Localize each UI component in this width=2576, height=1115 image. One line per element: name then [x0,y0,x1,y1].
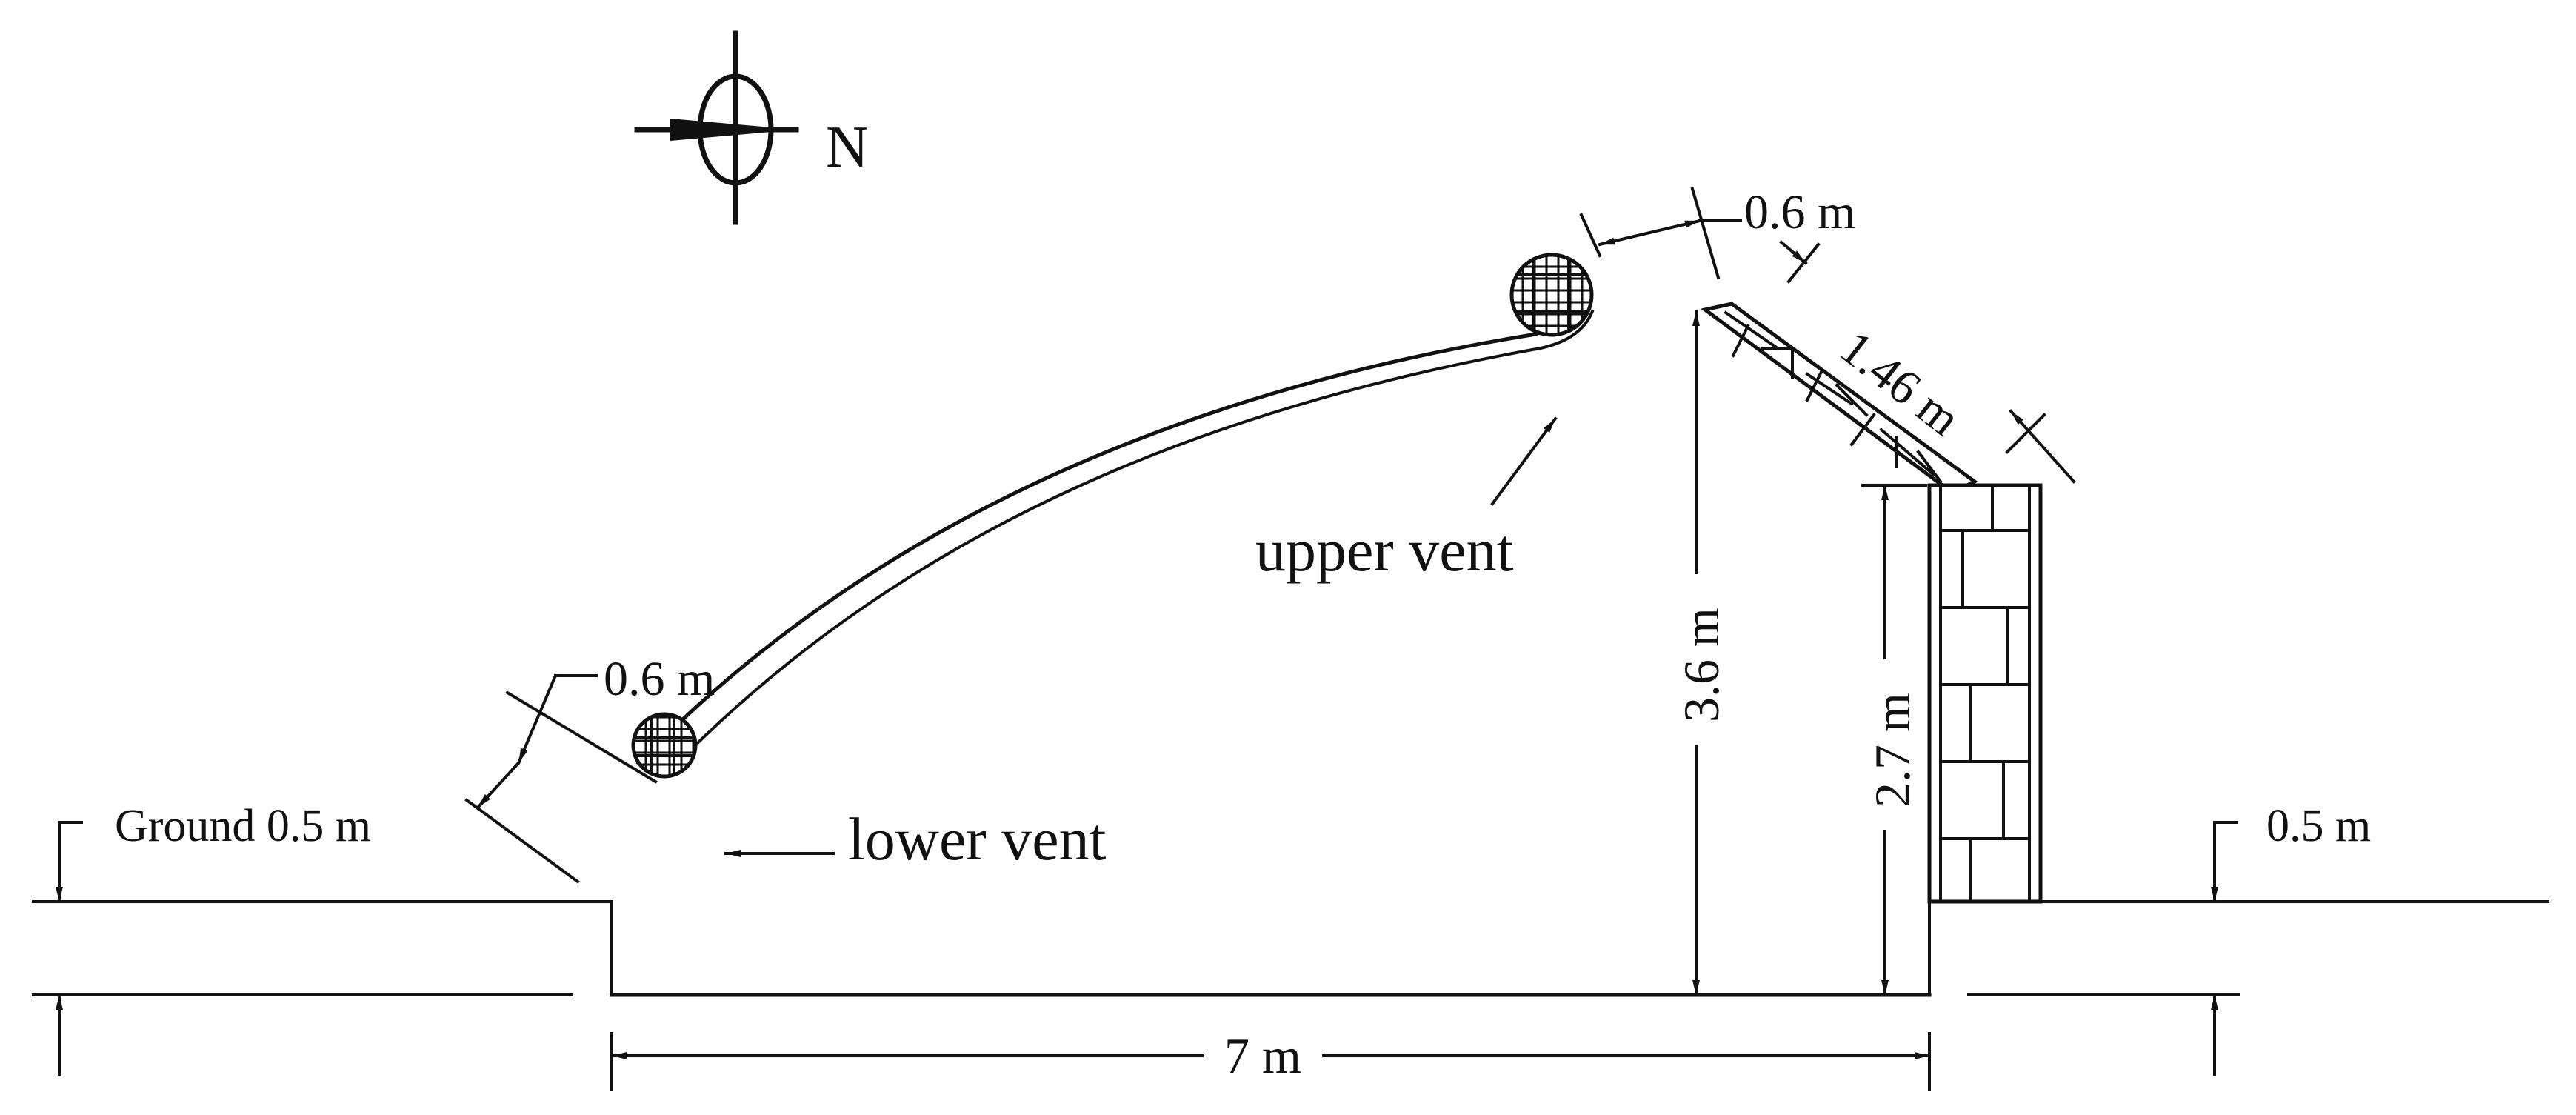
compass-north-label: N [826,115,869,180]
ridge-height-label: 3.6 m [1673,608,1729,722]
ground-surface-left [32,900,613,996]
upper-vent-width-label: 0.6 m [1744,185,1855,239]
lower-vent-width-label: 0.6 m [604,652,715,706]
lower-vent-label: lower vent [848,805,1107,873]
ground-section [32,900,2549,997]
span-label: 7 m [1224,1028,1301,1084]
ridge-height-dimension [1665,310,1727,996]
right-ground-depth-dimension [2211,821,2238,1076]
upper-vent-roll [1509,253,1594,337]
ground-surface-right [1928,900,2549,996]
lower-vent-dimension [464,673,658,884]
left-ground-depth-dimension [56,821,83,1076]
compass-icon [634,30,799,225]
ground-right-label: 0.5 m [2266,801,2371,851]
ground-left-label: Ground 0.5 m [115,801,371,851]
upper-vent-pointer [1490,416,1558,506]
wall-height-label: 2.7 m [1864,693,1921,808]
back-roof-panel [1701,302,1978,495]
back-wall [1927,483,2043,904]
upper-vent-dimension [1579,187,1821,284]
span-dimension [610,1028,1931,1091]
lower-vent-roll [631,712,698,779]
upper-vent-label: upper vent [1255,516,1514,584]
roof-length-dimension [2005,409,2076,484]
wall-height-dimension [1855,484,1927,996]
roof-curve-inner [662,309,1595,779]
